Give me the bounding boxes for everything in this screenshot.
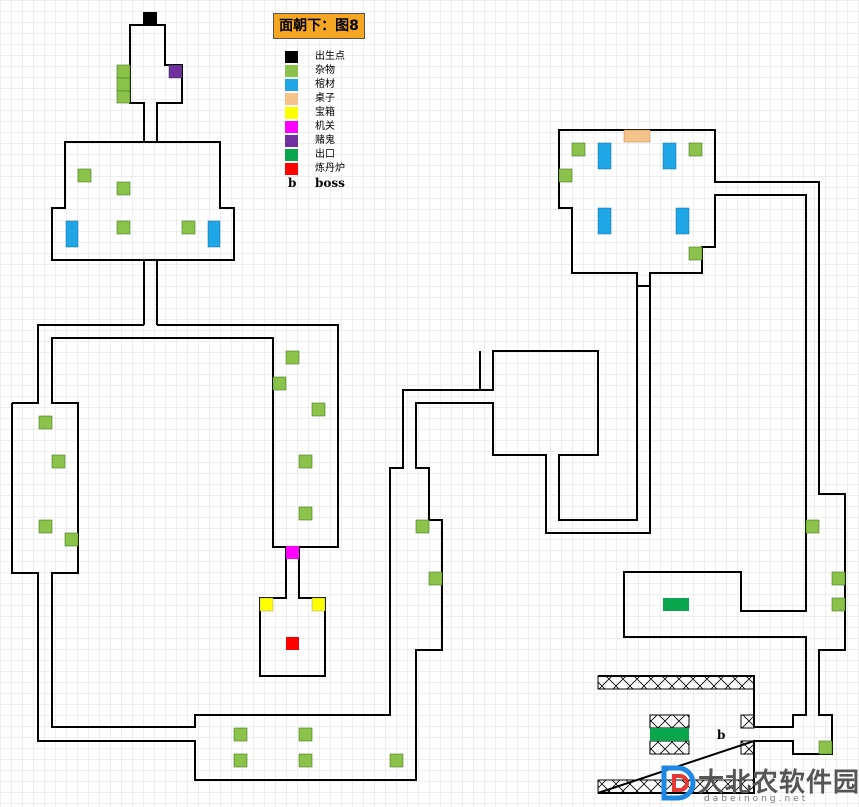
boss-marker: b [717, 728, 726, 742]
misc-swatch [285, 65, 298, 77]
coffins [65, 142, 690, 248]
legend-label: 棺材 [315, 79, 335, 90]
map-title: 面朝下：图8 [273, 13, 365, 39]
chest-marker [311, 597, 326, 612]
table-marker [623, 129, 651, 143]
watermark-url: dabeinong.net [704, 794, 809, 804]
watermark-text: 大北农软件园 [698, 768, 859, 798]
legend-label: boss [315, 176, 345, 190]
boss-symbol: b [288, 176, 297, 190]
legend-label: 出口 [315, 149, 335, 160]
legend-label: 机关 [315, 121, 335, 132]
legend-label: 赌鬼 [315, 135, 335, 146]
gambler-swatch [285, 135, 298, 147]
walls [11, 24, 846, 794]
switch-marker [286, 546, 299, 559]
exit-marker [663, 598, 689, 611]
spawn-point [143, 12, 157, 25]
misc-items [38, 64, 846, 768]
legend-label: 出生点 [315, 51, 345, 62]
furnace-marker [286, 637, 299, 650]
legend-label: 杂物 [315, 65, 335, 76]
watermark-logo-icon [661, 765, 696, 801]
exit-marker [650, 728, 689, 741]
chest-swatch [285, 107, 298, 119]
chest-marker [259, 597, 274, 612]
legend-label: 炼丹炉 [315, 163, 345, 174]
switch-swatch [285, 121, 298, 133]
table-swatch [285, 93, 298, 105]
legend-label: 桌子 [315, 93, 335, 104]
legend-label: 宝箱 [315, 107, 335, 118]
watermark: 大北农软件园 dabeinong.net [660, 762, 859, 806]
coffin-swatch [285, 79, 298, 91]
gambler-marker [168, 64, 183, 79]
spawn-swatch [285, 51, 298, 63]
furnace-swatch [285, 163, 298, 175]
exit-swatch [285, 149, 298, 161]
